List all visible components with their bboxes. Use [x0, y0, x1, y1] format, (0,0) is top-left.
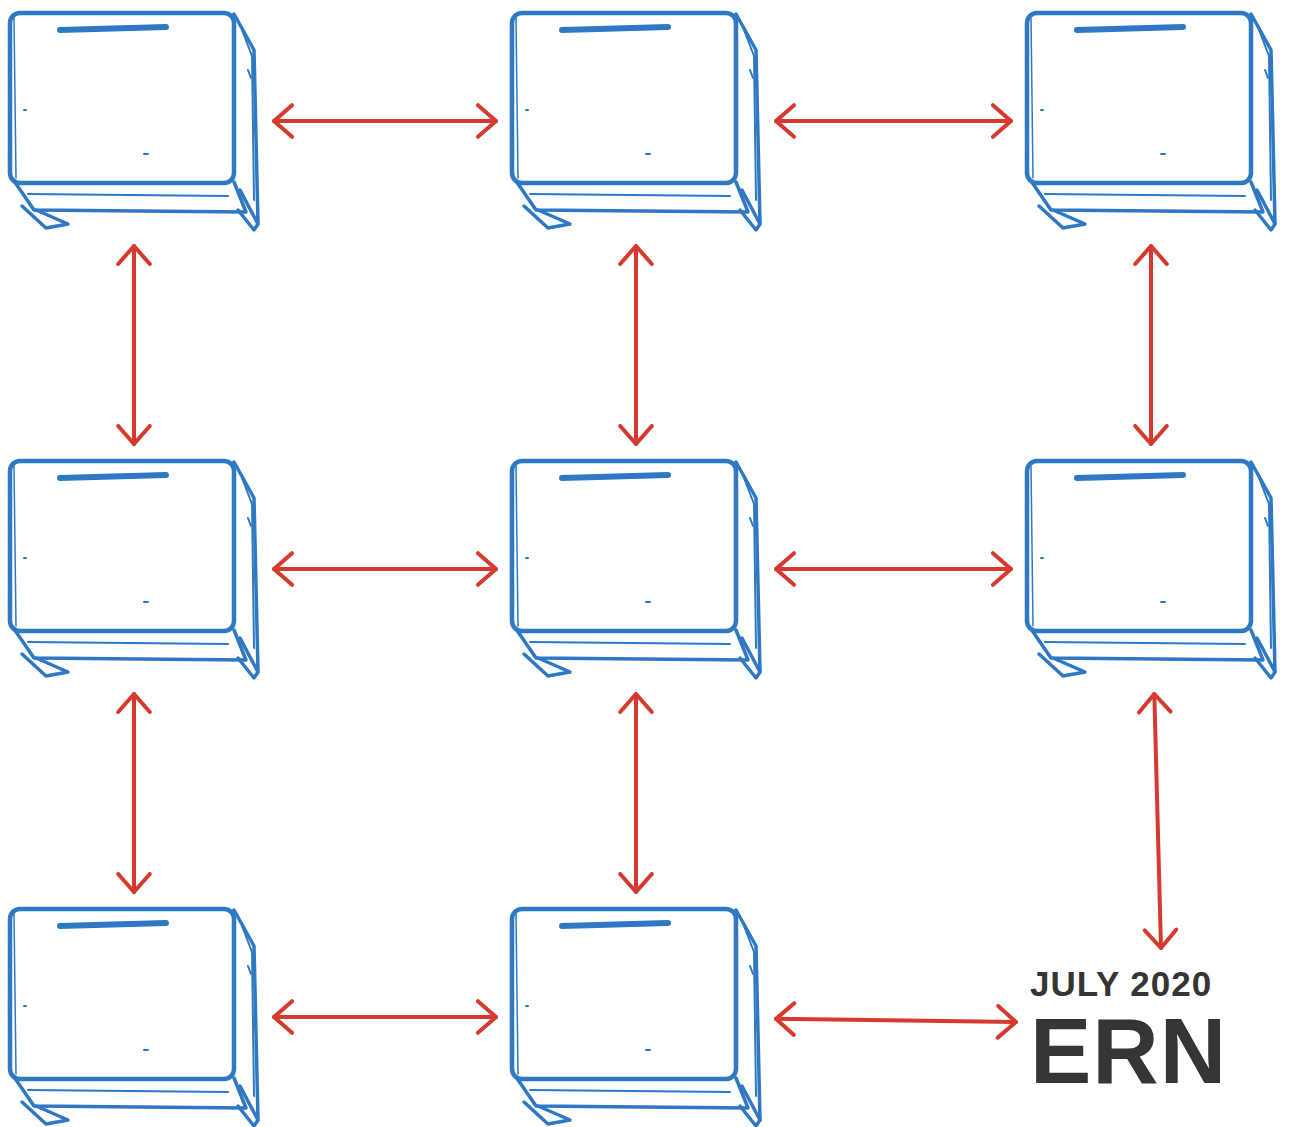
date-label: JULY 2020 [1030, 966, 1296, 1001]
ballot-box-drawing [8, 906, 260, 1127]
ballot-box [1025, 10, 1277, 232]
double-arrow [776, 553, 1011, 585]
ballot-box [510, 906, 762, 1127]
ballot-box-drawing [510, 458, 762, 680]
ballot-box-drawing [510, 906, 762, 1127]
double-arrow [118, 246, 150, 444]
ballot-box-drawing [8, 458, 260, 680]
double-arrow [274, 553, 496, 585]
double-arrow [776, 1003, 1016, 1037]
ballot-box [510, 458, 762, 680]
ballot-box [8, 10, 260, 232]
logo-node: JULY 2020ERN [1030, 962, 1296, 1086]
double-arrow [118, 694, 150, 892]
double-arrow [1139, 694, 1176, 948]
ballot-box-drawing [510, 10, 762, 232]
ballot-box-drawing [8, 10, 260, 232]
double-arrow [274, 105, 496, 137]
ballot-box-drawing [1025, 10, 1277, 232]
ballot-box-drawing [1025, 458, 1277, 680]
ballot-box [8, 906, 260, 1127]
double-arrow [620, 694, 652, 892]
double-arrow [274, 1001, 496, 1033]
ballot-box [510, 10, 762, 232]
double-arrow [1135, 246, 1167, 444]
ballot-box [8, 458, 260, 680]
ballot-box [1025, 458, 1277, 680]
double-arrow [620, 246, 652, 444]
double-arrow [776, 105, 1011, 137]
logo-wordmark: ERN [1030, 1005, 1296, 1097]
